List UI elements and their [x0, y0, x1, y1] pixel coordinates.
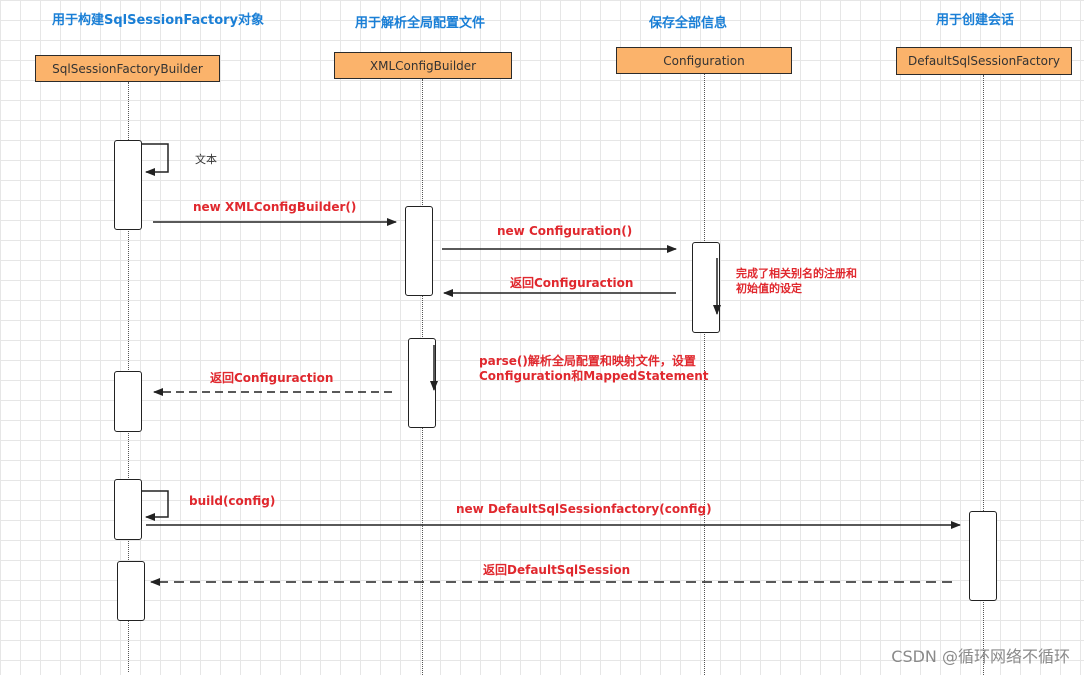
- heading-configuration: 保存全部信息: [648, 16, 728, 31]
- heading-session-factory: 用于创建会话: [935, 13, 1015, 28]
- participant-sqlsessionfactorybuilder: SqlSessionFactoryBuilder: [35, 55, 220, 82]
- activation-builder-4: [117, 561, 145, 621]
- self-call-arrow-1: [142, 143, 169, 176]
- activation-builder-1: [114, 140, 142, 230]
- self-call-text-label: 文本: [195, 153, 217, 166]
- note-alias-registration: 完成了相关别名的注册和 初始值的设定: [736, 266, 857, 296]
- activation-builder-3: [114, 479, 142, 540]
- self-call-arrow-build: [142, 490, 169, 521]
- label-return-defaultsqlsession: 返回DefaultSqlSession: [483, 563, 631, 577]
- lifeline-factory: [983, 75, 984, 675]
- activation-factory-1: [969, 511, 997, 601]
- participant-defaultsqlsessionfactory: DefaultSqlSessionFactory: [896, 47, 1072, 75]
- activation-xml-1: [405, 206, 433, 296]
- label-return-configuration-2: 返回Configuraction: [210, 371, 334, 385]
- note-parse-line-2: Configuration和MappedStatement: [479, 369, 709, 383]
- heading-xml-parser: 用于解析全局配置文件: [354, 16, 486, 31]
- note-alias-line-1: 完成了相关别名的注册和: [736, 267, 857, 280]
- activation-config-1: [692, 242, 720, 333]
- label-new-defaultsqlsessionfactory: new DefaultSqlSessionfactory(config): [456, 502, 712, 516]
- label-new-configuration: new Configuration(): [497, 224, 633, 238]
- label-new-xmlconfigbuilder: new XMLConfigBuilder(): [193, 200, 357, 214]
- heading-builder: 用于构建SqlSessionFactory对象: [51, 13, 265, 28]
- activation-builder-2: [114, 371, 142, 432]
- label-build-config: build(config): [189, 494, 276, 508]
- participant-configuration: Configuration: [616, 47, 792, 74]
- csdn-watermark: CSDN @循环网络不循环: [891, 647, 1070, 666]
- note-parse: parse()解析全局配置和映射文件，设置 Configuration和Mapp…: [479, 354, 709, 384]
- label-return-configuration-1: 返回Configuraction: [510, 276, 634, 290]
- lifeline-configuration: [704, 74, 705, 675]
- note-alias-line-2: 初始值的设定: [736, 282, 802, 295]
- note-parse-line-1: parse()解析全局配置和映射文件，设置: [479, 354, 696, 368]
- participant-xmlconfigbuilder: XMLConfigBuilder: [334, 52, 512, 79]
